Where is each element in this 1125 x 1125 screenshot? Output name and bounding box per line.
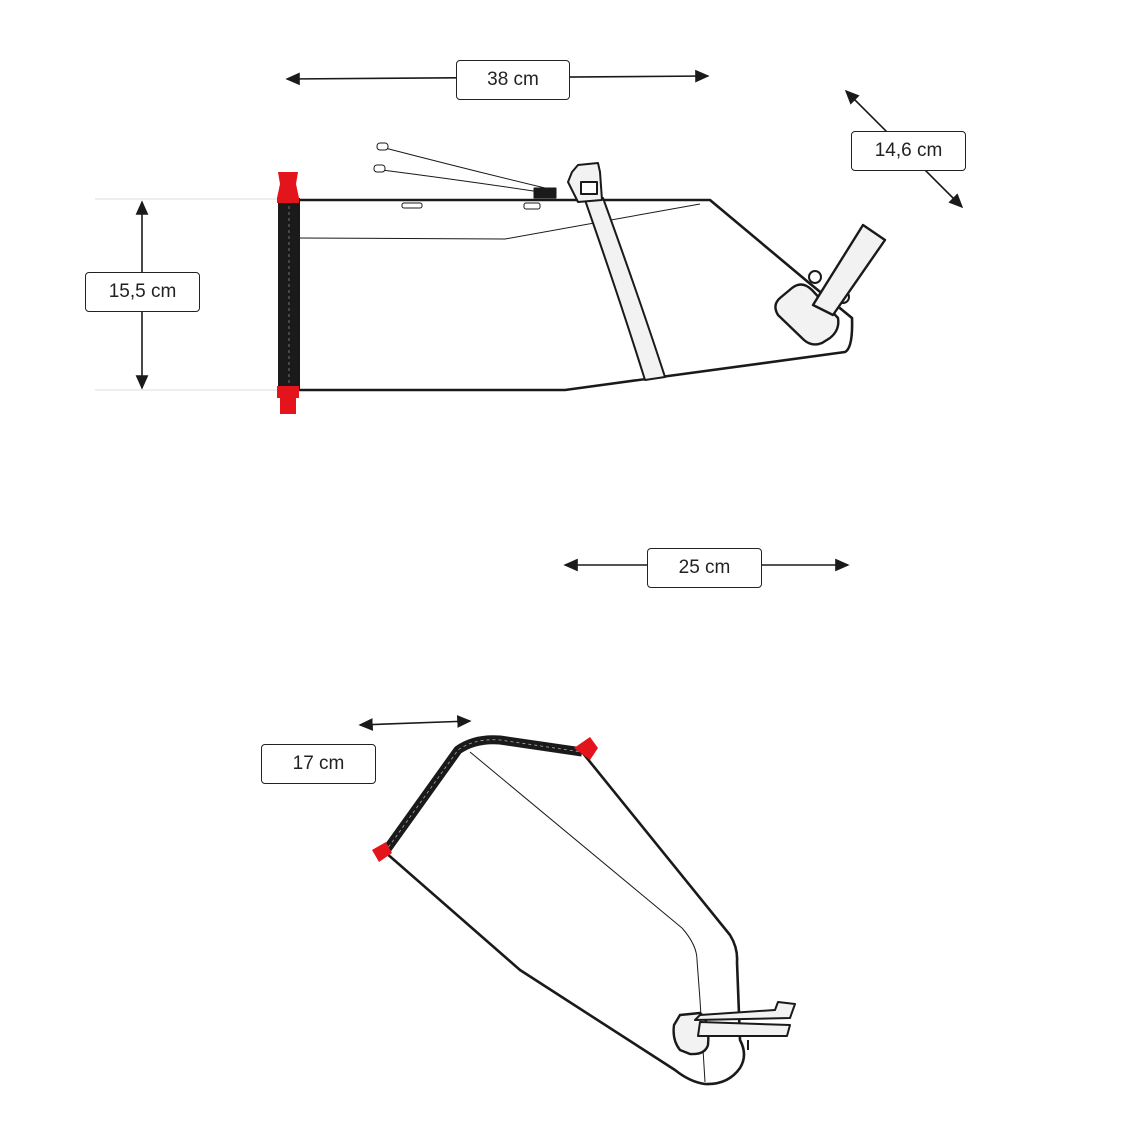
dimension-label-depth: 14,6 cm	[851, 131, 966, 171]
buckle-top-icon	[277, 172, 299, 203]
buckle-icon	[372, 842, 392, 862]
buckle-bottom-icon	[277, 386, 299, 414]
dimension-label-height: 15,5 cm	[85, 272, 200, 312]
dimension-label-length: 38 cm	[456, 60, 570, 100]
arrow-17cm	[358, 715, 472, 731]
buckle-icon	[574, 737, 598, 760]
dimension-label-bottom-length: 25 cm	[647, 548, 762, 588]
side-view-bag	[372, 735, 796, 1086]
dimension-label-width: 17 cm	[261, 744, 376, 784]
top-view-bag	[277, 142, 887, 414]
